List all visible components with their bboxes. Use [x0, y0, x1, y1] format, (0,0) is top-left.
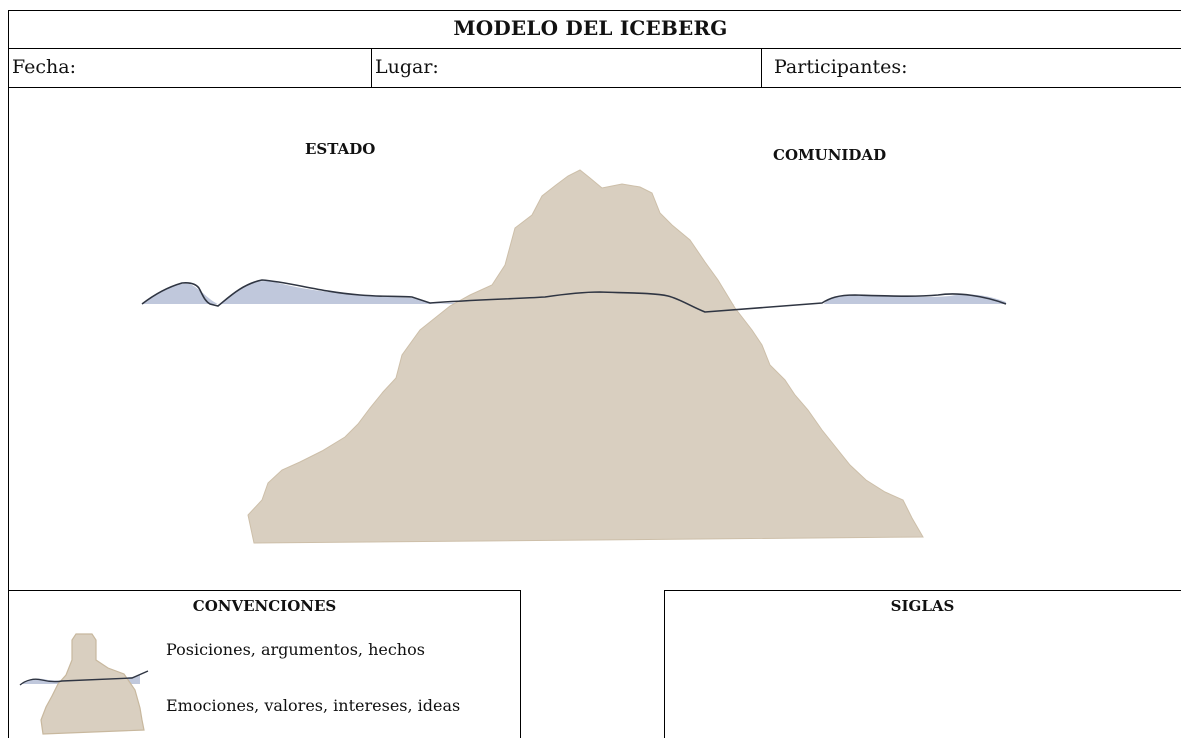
convencion-above-label: Posiciones, argumentos, hechos	[166, 640, 425, 659]
convenciones-right-border	[520, 590, 521, 738]
fecha-field[interactable]: Fecha:	[12, 56, 76, 78]
mini-waterline	[19, 670, 149, 686]
fields-divider-1	[371, 48, 372, 88]
waterline	[141, 279, 1007, 313]
title-bottom-border	[8, 48, 1181, 49]
lugar-field[interactable]: Lugar:	[375, 56, 439, 78]
convenciones-top-border	[8, 590, 521, 591]
fields-divider-2	[761, 48, 762, 88]
convencion-below-label: Emociones, valores, intereses, ideas	[166, 696, 461, 715]
page-title: MODELO DEL ICEBERG	[453, 16, 728, 40]
table-top-border	[8, 10, 1181, 11]
fields-bottom-border	[8, 87, 1181, 88]
siglas-top-border	[664, 590, 1181, 591]
water-surface	[143, 281, 1006, 305]
mini-iceberg-shape	[40, 633, 145, 735]
participantes-field[interactable]: Participantes:	[774, 56, 908, 78]
convenciones-title: CONVENCIONES	[192, 597, 337, 615]
estado-label: ESTADO	[305, 140, 376, 158]
table-left-border	[8, 10, 9, 738]
iceberg-shape	[247, 169, 924, 544]
siglas-title: SIGLAS	[890, 597, 955, 615]
siglas-left-border	[664, 590, 665, 738]
comunidad-label: COMUNIDAD	[773, 146, 887, 164]
